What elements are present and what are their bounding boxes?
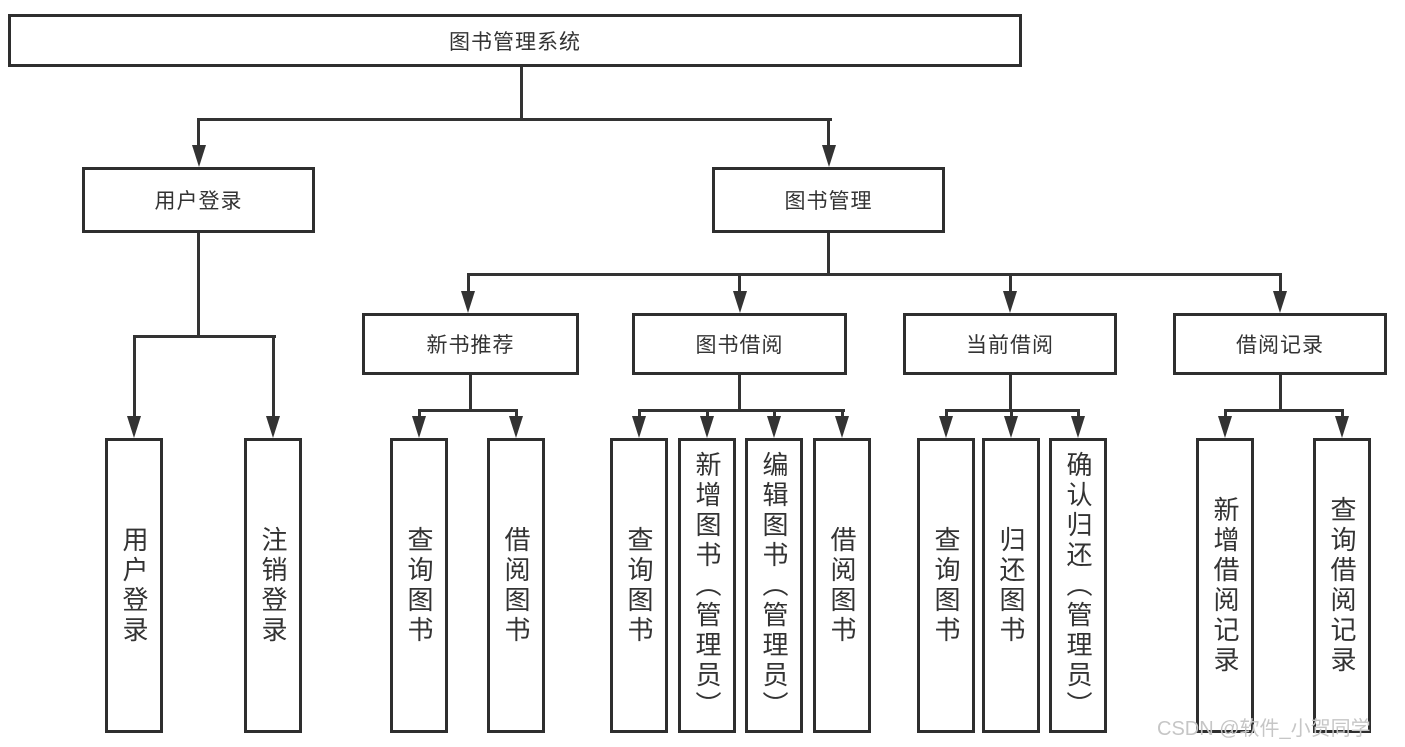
node-leaf-edit-books-admin: 编辑图书（管理员） <box>745 438 803 733</box>
arrowhead-down-icon <box>266 416 280 438</box>
node-leaf-borrow-books-recommend: 借阅图书 <box>487 438 545 733</box>
arrowhead-down-icon <box>412 416 426 438</box>
node-leaf-logout: 注销登录 <box>244 438 302 733</box>
arrowhead-down-icon <box>767 416 781 438</box>
connector-line <box>1076 409 1080 418</box>
connector-line <box>466 273 1282 276</box>
node-book-management: 图书管理 <box>712 167 945 233</box>
connector-line <box>944 409 948 418</box>
connector-line <box>1008 273 1012 292</box>
node-leaf-query-books-current: 查询图书 <box>917 438 975 733</box>
node-new-book-recommendation: 新书推荐 <box>362 313 579 375</box>
node-book-borrowing: 图书借阅 <box>632 313 847 375</box>
connector-line <box>417 409 518 412</box>
connector-line <box>1009 409 1013 418</box>
connector-line <box>1223 409 1227 418</box>
connector-line <box>840 409 844 418</box>
arrowhead-down-icon <box>939 416 953 438</box>
arrowhead-down-icon <box>191 145 206 167</box>
connector-line <box>271 335 275 417</box>
connector-line <box>827 118 830 147</box>
arrowhead-down-icon <box>821 145 836 167</box>
connector-line <box>705 409 709 418</box>
connector-line <box>1008 375 1012 409</box>
node-leaf-add-books-admin: 新增图书（管理员） <box>678 438 736 733</box>
arrowhead-down-icon <box>1004 416 1018 438</box>
connector-line <box>637 409 845 412</box>
node-leaf-query-books-borrowing: 查询图书 <box>610 438 668 733</box>
connector-line <box>514 409 518 418</box>
arrowhead-down-icon <box>732 291 747 313</box>
connector-line <box>197 118 200 147</box>
node-borrowing-records: 借阅记录 <box>1173 313 1387 375</box>
node-leaf-add-borrow-record: 新增借阅记录 <box>1196 438 1254 733</box>
csdn-watermark: CSDN @软件_小贺同学 <box>1157 718 1371 740</box>
arrowhead-down-icon <box>1071 416 1085 438</box>
connector-line <box>466 273 470 292</box>
node-leaf-return-books: 归还图书 <box>982 438 1040 733</box>
arrowhead-down-icon <box>509 416 523 438</box>
connector-line <box>637 409 641 418</box>
node-current-borrowing: 当前借阅 <box>903 313 1117 375</box>
node-library-management-system: 图书管理系统 <box>8 14 1022 67</box>
connector-line <box>417 409 421 418</box>
arrowhead-down-icon <box>835 416 849 438</box>
arrowhead-down-icon <box>1003 291 1017 313</box>
connector-line <box>738 375 741 409</box>
connector-line <box>738 273 741 292</box>
node-user-login: 用户登录 <box>82 167 315 233</box>
arrowhead-down-icon <box>127 416 141 438</box>
node-leaf-query-borrow-record: 查询借阅记录 <box>1313 438 1371 733</box>
arrowhead-down-icon <box>1273 291 1287 313</box>
node-leaf-query-books-recommend: 查询图书 <box>390 438 448 733</box>
node-leaf-borrow-books: 借阅图书 <box>813 438 871 733</box>
connector-line <box>1223 409 1344 412</box>
node-leaf-user-login: 用户登录 <box>105 438 163 733</box>
arrowhead-down-icon <box>1335 416 1349 438</box>
connector-line <box>197 233 200 335</box>
connector-line <box>468 375 472 409</box>
node-leaf-confirm-return-admin: 确认归还（管理员） <box>1049 438 1107 733</box>
arrowhead-down-icon <box>700 416 714 438</box>
connector-line <box>1278 375 1282 409</box>
arrowhead-down-icon <box>1218 416 1232 438</box>
connector-line <box>197 118 832 121</box>
connector-line <box>132 335 136 417</box>
arrowhead-down-icon <box>461 291 475 313</box>
connector-line <box>1340 409 1344 418</box>
connector-line <box>1278 273 1282 292</box>
connector-line <box>827 233 830 273</box>
connector-line <box>772 409 776 418</box>
arrowhead-down-icon <box>632 416 646 438</box>
connector-line <box>519 67 523 118</box>
connector-line <box>132 335 276 338</box>
